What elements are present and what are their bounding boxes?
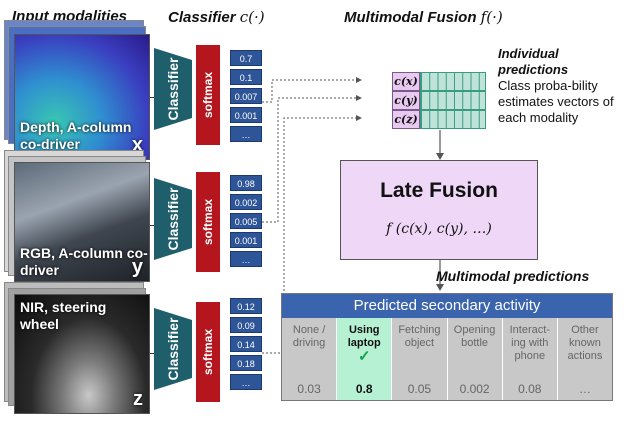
checkmark-icon: ✓	[357, 348, 371, 365]
prob-cell: 0.12	[230, 298, 262, 314]
late-fusion-title: Late Fusion	[380, 179, 498, 202]
activity-name: None / driving	[292, 324, 326, 349]
activity-value: 0.8	[355, 382, 373, 396]
grid-row: c(z)	[363, 110, 487, 129]
classifier-block: Classifier	[154, 178, 192, 260]
grid-cells	[420, 110, 486, 129]
softmax-block: softmax	[196, 45, 220, 145]
panel-title: Predicted secondary activity	[282, 294, 612, 318]
classifier-block: Classifier	[154, 308, 192, 390]
activity-item: Opening bottle 0.002	[447, 318, 503, 400]
grid-cells	[420, 91, 486, 110]
probability-vector: 0.98 0.002 0.005 0.001 …	[230, 175, 262, 270]
prob-cell: 0.14	[230, 336, 262, 352]
grid-row-label: c(x)	[392, 72, 420, 91]
individual-predictions-desc: Class proba-bility estimates vectors of …	[498, 78, 614, 125]
prob-cell: 0.007	[230, 88, 262, 104]
activity-name: Fetching object	[398, 324, 441, 349]
activity-name: Interact-ing with phone	[509, 324, 550, 362]
activity-value: 0.05	[407, 382, 432, 396]
activity-name: Other known actions	[567, 324, 603, 362]
activity-value: 0.002	[459, 382, 490, 396]
activity-value: 0.03	[297, 382, 321, 396]
predicted-activity-panel: Predicted secondary activity None / driv…	[281, 293, 613, 401]
probability-vector: 0.7 0.1 0.007 0.001 …	[230, 50, 262, 145]
prob-cell: 0.001	[230, 232, 262, 248]
prob-cell: 0.7	[230, 50, 262, 66]
late-fusion-formula: f (c(x), c(y), …)	[386, 221, 492, 237]
prob-cell: 0.18	[230, 355, 262, 371]
prob-cell: 0.09	[230, 317, 262, 333]
activity-list: None / driving 0.03 Using laptop ✓ 0.8 F…	[282, 318, 613, 400]
individual-predictions-title: Individual predictions	[498, 46, 569, 77]
activity-value: …	[578, 382, 591, 396]
activity-item: Other known actions …	[557, 318, 613, 400]
activity-name: Opening bottle	[453, 324, 496, 349]
grid-row-label: c(y)	[392, 91, 420, 110]
grid-row: c(x)	[363, 72, 487, 91]
activity-item: Interact-ing with phone 0.08	[502, 318, 558, 400]
individual-predictions-note: Individual predictions Class proba-bilit…	[498, 46, 618, 126]
multimodal-predictions-label: Multimodal predictions	[436, 268, 590, 284]
grid-row: c(y)	[363, 91, 487, 110]
probability-vector: 0.12 0.09 0.14 0.18 …	[230, 298, 262, 393]
prob-cell: 0.98	[230, 175, 262, 191]
prob-cell: 0.1	[230, 69, 262, 85]
prob-cell: 0.002	[230, 194, 262, 210]
depth-image: Depth, A-column co-driver x	[14, 34, 150, 160]
individual-predictions-grid: c(x) c(y) c(z)	[363, 72, 487, 129]
activity-item-selected: Using laptop ✓ 0.8	[337, 318, 393, 400]
activity-item: Fetching object 0.05	[392, 318, 448, 400]
softmax-block: softmax	[196, 302, 220, 402]
grid-cells	[420, 72, 486, 91]
late-fusion-box: Late Fusion f (c(x), c(y), …)	[340, 160, 538, 260]
classifier-block: Classifier	[154, 48, 192, 130]
prob-cell: …	[230, 126, 262, 142]
grid-row-label: c(z)	[392, 110, 420, 129]
softmax-block: softmax	[196, 172, 220, 272]
activity-value: 0.08	[518, 382, 542, 396]
prob-cell: …	[230, 374, 262, 390]
activity-item: None / driving 0.03	[282, 318, 338, 400]
rgb-image: RGB, A-column co-driver y	[14, 162, 150, 282]
classifier-header: Classifier c(·)	[168, 8, 265, 26]
activity-name: Using laptop	[347, 324, 381, 349]
prob-cell: …	[230, 251, 262, 267]
prob-cell: 0.001	[230, 107, 262, 123]
nir-image: NIR, steering wheel z	[14, 294, 150, 414]
prob-cell: 0.005	[230, 213, 262, 229]
fusion-header: Multimodal Fusion f(·)	[344, 8, 503, 26]
